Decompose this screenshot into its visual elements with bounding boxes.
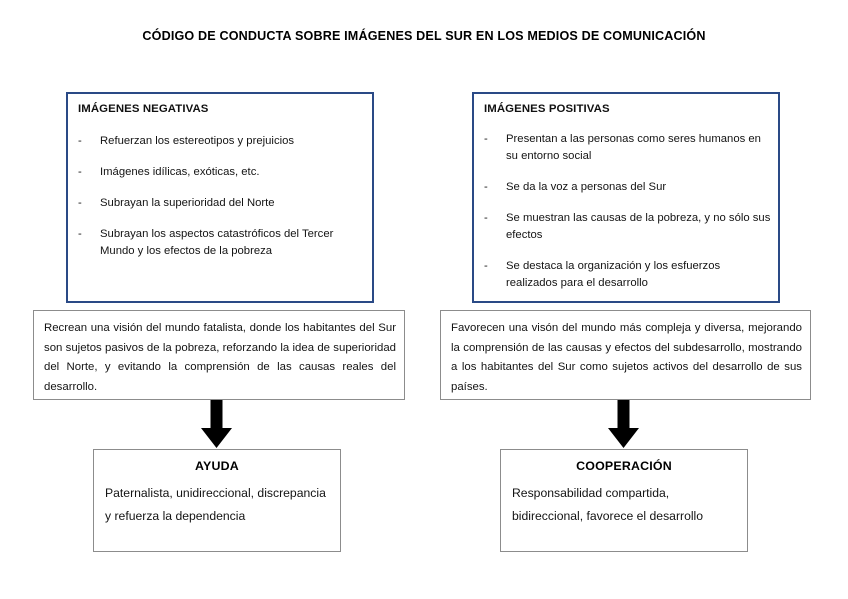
panel-resultado-ayuda: AYUDA Paternalista, unidireccional, disc… xyxy=(93,449,341,552)
list-item-label: Imágenes idílicas, exóticas, etc. xyxy=(100,166,260,178)
list-item-label: Subrayan los aspectos catastróficos del … xyxy=(100,228,334,257)
bullet-dash-icon: - xyxy=(484,260,488,272)
list-item: - Se da la voz a personas del Sur xyxy=(484,179,772,196)
panel-imagenes-negativas: IMÁGENES NEGATIVAS - Refuerzan los ester… xyxy=(66,92,374,303)
list-item: - Imágenes idílicas, exóticas, etc. xyxy=(78,164,366,181)
list-item-label: Refuerzan los estereotipos y prejuicios xyxy=(100,135,295,147)
resultado-ayuda-body: Paternalista, unidireccional, discrepanc… xyxy=(105,486,326,523)
list-item: - Subrayan la superioridad del Norte xyxy=(78,195,366,212)
down-arrow-icon-ayuda xyxy=(201,400,232,448)
panel-heading-positivas: IMÁGENES POSITIVAS xyxy=(484,103,610,115)
bullet-list-positivas: - Presentan a las personas como seres hu… xyxy=(484,127,772,292)
resultado-ayuda-title: AYUDA xyxy=(195,459,239,473)
panel-efecto-negativas: Recrean una visión del mundo fatalista, … xyxy=(33,310,405,400)
panel-imagenes-positivas: IMÁGENES POSITIVAS - Presentan a las per… xyxy=(472,92,780,303)
bullet-list-negativas: - Refuerzan los estereotipos y prejuicio… xyxy=(78,129,366,260)
list-item: - Se muestran las causas de la pobreza, … xyxy=(484,210,772,244)
bullet-dash-icon: - xyxy=(484,181,488,193)
list-item: - Presentan a las personas como seres hu… xyxy=(484,131,772,165)
bullet-dash-icon: - xyxy=(78,166,82,178)
panel-efecto-positivas: Favorecen una visón del mundo más comple… xyxy=(440,310,811,400)
list-item: - Subrayan los aspectos catastróficos de… xyxy=(78,226,366,260)
panel-heading-negativas: IMÁGENES NEGATIVAS xyxy=(78,103,209,115)
list-item-label: Se destaca la organización y los esfuerz… xyxy=(506,260,721,289)
list-item: - Refuerzan los estereotipos y prejuicio… xyxy=(78,133,366,150)
bullet-dash-icon: - xyxy=(484,133,488,145)
resultado-cooperacion-title: COOPERACIÓN xyxy=(576,459,672,473)
efecto-positivas-text: Favorecen una visón del mundo más comple… xyxy=(451,322,802,393)
resultado-cooperacion-body: Responsabilidad compartida, bidirecciona… xyxy=(512,486,704,523)
list-item: - Se destaca la organización y los esfue… xyxy=(484,258,772,292)
list-item-label: Subrayan la superioridad del Norte xyxy=(100,197,275,209)
bullet-dash-icon: - xyxy=(78,228,82,240)
bullet-dash-icon: - xyxy=(484,212,488,224)
down-arrow-icon-cooperacion xyxy=(608,400,639,448)
bullet-dash-icon: - xyxy=(78,135,82,147)
page-title: CÓDIGO DE CONDUCTA SOBRE IMÁGENES DEL SU… xyxy=(142,29,706,43)
list-item-label: Se muestran las causas de la pobreza, y … xyxy=(506,212,771,241)
list-item-label: Se da la voz a personas del Sur xyxy=(506,181,667,193)
panel-resultado-cooperacion: COOPERACIÓN Responsabilidad compartida, … xyxy=(500,449,748,552)
efecto-negativas-text: Recrean una visión del mundo fatalista, … xyxy=(44,322,396,393)
list-item-label: Presentan a las personas como seres huma… xyxy=(506,133,761,162)
bullet-dash-icon: - xyxy=(78,197,82,209)
